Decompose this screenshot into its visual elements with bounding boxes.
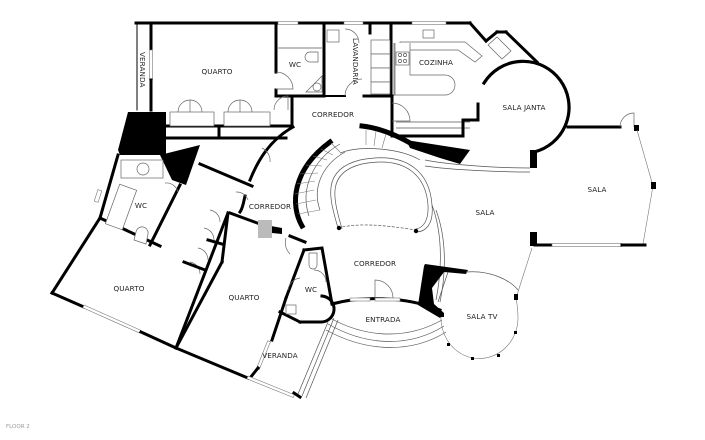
room-label-sala-janta: SALA JANTA — [502, 103, 545, 112]
quarto-south-walls — [174, 211, 288, 381]
sala-east-walls — [516, 129, 656, 296]
wc-north-fixtures — [278, 29, 340, 93]
room-label-quarto-s: QUARTO — [229, 293, 260, 302]
room-label-corredor-w: CORREDOR — [249, 202, 291, 211]
room-label-wc-w: WC — [135, 201, 147, 210]
room-label-sala-east: SALA — [587, 185, 606, 194]
cozinha-walls — [390, 20, 540, 138]
room-label-corredor-s: CORREDOR — [354, 259, 396, 268]
room-label-cozinha: COZINHA — [419, 58, 453, 67]
wc-west-walls — [93, 145, 200, 248]
quarto-southwest-walls — [49, 215, 225, 351]
west-corridor-walls — [182, 124, 307, 275]
room-labels: VERANDA QUARTO WC LAVANDARIA COZINHA SAL… — [114, 38, 607, 360]
wc-south-walls — [277, 246, 336, 325]
room-label-entrada: ENTRADA — [366, 315, 401, 324]
veranda-south-walls — [246, 317, 339, 400]
lavandaria-fixtures — [370, 39, 391, 95]
sala-tv-walls — [418, 264, 519, 360]
room-label-lavandaria: LAVANDARIA — [351, 38, 360, 85]
room-label-sala-central: SALA — [475, 208, 494, 217]
room-label-quarto-n: QUARTO — [202, 67, 233, 76]
north-wing-walls — [118, 21, 472, 155]
sala-janta-walls — [481, 59, 639, 168]
floor-label: FLOOR 2 — [6, 424, 30, 430]
room-label-wc-n: WC — [289, 60, 301, 69]
room-label-veranda-nw: VERANDA — [138, 52, 147, 87]
room-label-quarto-sw: QUARTO — [114, 284, 145, 293]
staircase — [293, 123, 470, 230]
north-doors — [177, 28, 411, 122]
entrada-walls — [325, 279, 447, 348]
room-label-sala-tv: SALA TV — [467, 312, 498, 321]
room-label-veranda-s: VERANDA — [262, 351, 297, 360]
room-label-wc-s: WC — [305, 285, 317, 294]
room-label-corredor-n: CORREDOR — [312, 110, 354, 119]
sala-gallery — [330, 157, 531, 303]
